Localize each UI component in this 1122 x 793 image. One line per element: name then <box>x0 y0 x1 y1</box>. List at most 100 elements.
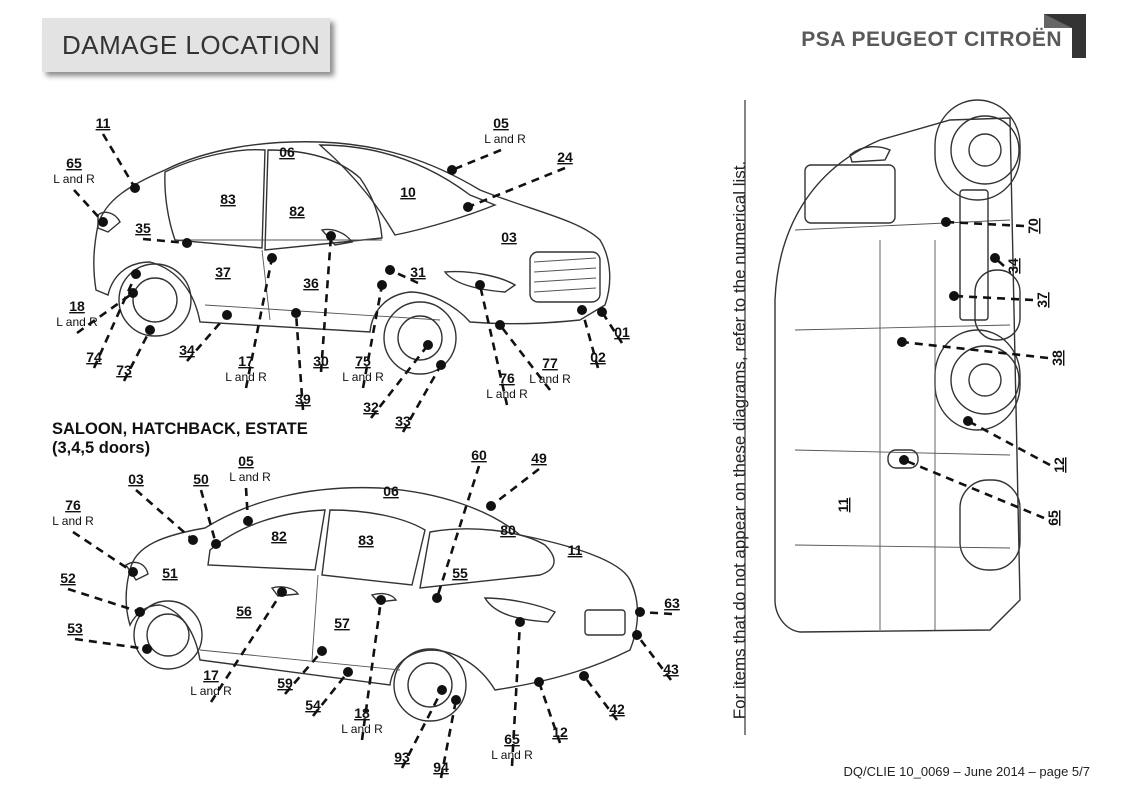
leader-line-b42 <box>582 675 619 721</box>
damage-label-v11: 11 <box>835 497 851 512</box>
damage-label-t37: 37 <box>215 264 231 280</box>
brand-logo-mark <box>1044 14 1086 58</box>
damage-label-t83: 83 <box>220 191 236 207</box>
leader-lines <box>67 133 1051 779</box>
location-dot-t73 <box>145 325 155 335</box>
top-car-drawing <box>93 141 611 375</box>
damage-label-v37: 37 <box>1034 292 1050 308</box>
leader-line-b05 <box>244 487 250 522</box>
leader-line-v34 <box>994 257 1005 267</box>
leader-line-t02 <box>580 309 600 369</box>
location-dot-b94 <box>451 695 461 705</box>
damage-sublabel-t65: L and R <box>53 172 95 186</box>
damage-sublabel-t05: L and R <box>484 132 526 146</box>
damage-label-b93: 93 <box>394 749 410 765</box>
location-dot-t76 <box>475 280 485 290</box>
damage-label-b42: 42 <box>609 701 625 717</box>
leader-line-t32 <box>369 344 430 419</box>
damage-label-b12: 12 <box>552 724 568 740</box>
section-title: SALOON, HATCHBACK, ESTATE (3,4,5 doors) <box>52 420 308 458</box>
leader-line-t01 <box>600 311 624 344</box>
leader-line-b76 <box>72 530 134 574</box>
location-dot-b05 <box>243 516 253 526</box>
section-title-line-1: SALOON, HATCHBACK, ESTATE <box>52 420 308 438</box>
damage-sublabel-b76: L and R <box>52 514 94 528</box>
damage-label-t02: 02 <box>590 349 606 365</box>
page-title: DAMAGE LOCATION <box>62 29 321 60</box>
leader-line-b12 <box>537 681 562 744</box>
title-box: DAMAGE LOCATION <box>42 18 330 72</box>
damage-label-b53: 53 <box>67 620 83 636</box>
location-dot-b93 <box>437 685 447 695</box>
leader-line-t74 <box>92 273 138 369</box>
damage-label-t35: 35 <box>135 220 151 236</box>
location-dot-v65 <box>899 455 909 465</box>
damage-label-t10: 10 <box>400 184 416 200</box>
leader-line-v38 <box>901 340 1049 360</box>
location-dot-b42 <box>579 671 589 681</box>
damage-label-t01: 01 <box>614 324 630 340</box>
leader-line-b53 <box>74 637 148 651</box>
location-dot-t75 <box>377 280 387 290</box>
damage-label-b17: 17 <box>203 667 219 683</box>
location-dot-t11 <box>130 183 140 193</box>
leader-line-t24 <box>467 166 566 209</box>
location-dot-t35 <box>182 238 192 248</box>
damage-label-b63: 63 <box>664 595 680 611</box>
location-dot-t33 <box>436 360 446 370</box>
leader-line-v12 <box>967 419 1051 467</box>
location-dot-b18 <box>376 595 386 605</box>
damage-sublabel-t75: L and R <box>342 370 384 384</box>
damage-label-b05: 05 <box>238 453 254 469</box>
leader-line-b54 <box>311 671 350 717</box>
damage-label-b50: 50 <box>193 471 209 487</box>
damage-label-v70: 70 <box>1025 218 1041 234</box>
damage-label-v38: 38 <box>1049 350 1065 366</box>
damage-label-b57: 57 <box>334 615 350 631</box>
damage-label-t74: 74 <box>86 349 102 365</box>
damage-label-b60: 60 <box>471 447 487 463</box>
leader-line-t31 <box>389 268 419 285</box>
leader-line-t65 <box>73 189 104 223</box>
damage-label-t33: 33 <box>395 413 411 429</box>
leader-line-b52 <box>67 587 141 614</box>
damage-sublabel-t17: L and R <box>225 370 267 384</box>
damage-label-t30: 30 <box>313 353 329 369</box>
location-dot-t02 <box>577 305 587 315</box>
damage-label-v34: 34 <box>1005 258 1021 274</box>
damage-label-b11: 11 <box>568 542 583 558</box>
location-dot-b43 <box>632 630 642 640</box>
damage-label-t17: 17 <box>238 353 254 369</box>
damage-label-b59: 59 <box>277 675 293 691</box>
damage-sublabel-t18: L and R <box>56 315 98 329</box>
damage-label-b49: 49 <box>531 450 547 466</box>
leader-line-b60 <box>435 465 481 599</box>
location-dot-t05 <box>447 165 457 175</box>
location-dot-t32 <box>423 340 433 350</box>
damage-label-t34: 34 <box>179 342 195 358</box>
damage-label-v65: 65 <box>1045 510 1061 526</box>
leader-line-t39 <box>294 312 305 411</box>
leader-line-v37 <box>953 294 1034 302</box>
damage-label-b06: 06 <box>383 483 399 499</box>
location-dot-b53 <box>142 644 152 654</box>
location-dot-t74 <box>131 269 141 279</box>
brand-name: PSA PEUGEOT CITROËN <box>801 28 1062 51</box>
leader-line-b43 <box>635 634 673 681</box>
damage-sublabel-b05: L and R <box>229 470 271 484</box>
damage-sublabel-t76: L and R <box>486 387 528 401</box>
damage-label-t82: 82 <box>289 203 305 219</box>
damage-label-t05: 05 <box>493 115 509 131</box>
damage-label-t65: 65 <box>66 155 82 171</box>
location-dot-v38 <box>897 337 907 347</box>
damage-label-b76: 76 <box>65 497 81 513</box>
location-dot-t65 <box>98 217 108 227</box>
damage-label-b03: 03 <box>128 471 144 487</box>
damage-label-b43: 43 <box>663 661 679 677</box>
leader-line-t73 <box>122 329 152 382</box>
location-dot-b76 <box>128 567 138 577</box>
location-dot-t30 <box>326 231 336 241</box>
damage-label-b65: 65 <box>504 731 520 747</box>
location-dot-t31 <box>385 265 395 275</box>
